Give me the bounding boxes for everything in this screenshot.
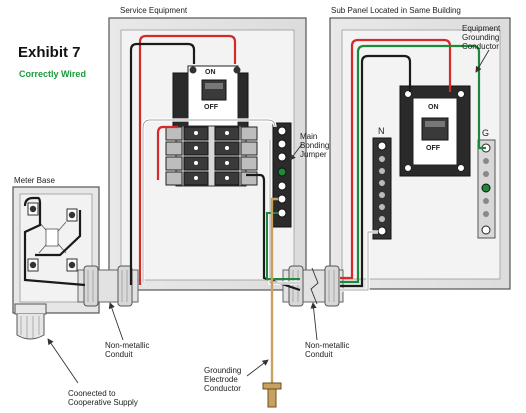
wiring-status: Correctly Wired xyxy=(19,69,86,79)
conduit-right xyxy=(282,265,344,307)
main-bonding-jumper-label: Main Bonding Jumper xyxy=(300,132,330,159)
branch-breakers xyxy=(165,125,258,187)
service-equipment-label: Service Equipment xyxy=(120,6,188,15)
callout-lines xyxy=(47,49,490,384)
service-neutral-bar xyxy=(272,122,292,228)
grounding-electrode-label: Grounding Electrode Conductor xyxy=(204,366,242,393)
sub-panel-label: Sub Panel Located in Same Building xyxy=(331,6,461,15)
ground-bar-label: G xyxy=(482,128,490,138)
supply-conduit xyxy=(14,303,47,340)
wire-red-service xyxy=(138,34,237,285)
conduit-right-label: Non-metallic Conduit xyxy=(305,341,350,359)
sub-panel-neutral-bar xyxy=(372,137,392,240)
supply-label: Coonected to Cooperative Supply xyxy=(68,389,138,407)
meter-base-label: Meter Base xyxy=(14,176,55,185)
wire-red-sub xyxy=(340,38,452,280)
neutral-bar-label: N xyxy=(378,126,385,136)
main-off-label: OFF xyxy=(204,104,218,111)
sub-panel-breaker xyxy=(399,85,471,177)
exhibit-title: Exhibit 7 xyxy=(18,44,81,61)
sub-panel-ground-bar xyxy=(477,139,496,239)
conduit-left-label: Non-metallic Conduit xyxy=(105,341,150,359)
conduit-left xyxy=(77,265,139,307)
main-breaker xyxy=(172,65,249,135)
wire-green-sub xyxy=(340,44,486,284)
main-on-label: ON xyxy=(205,69,216,76)
sub-off-label: OFF xyxy=(426,145,440,152)
wire-black-sub xyxy=(340,54,412,288)
wire-black-service xyxy=(23,42,301,292)
ground-rod xyxy=(262,382,282,408)
equipment-grounding-conductor-label: Equipment Grounding Conductor xyxy=(462,24,501,51)
wire-bare-electrode xyxy=(270,197,278,394)
sub-on-label: ON xyxy=(428,104,439,111)
